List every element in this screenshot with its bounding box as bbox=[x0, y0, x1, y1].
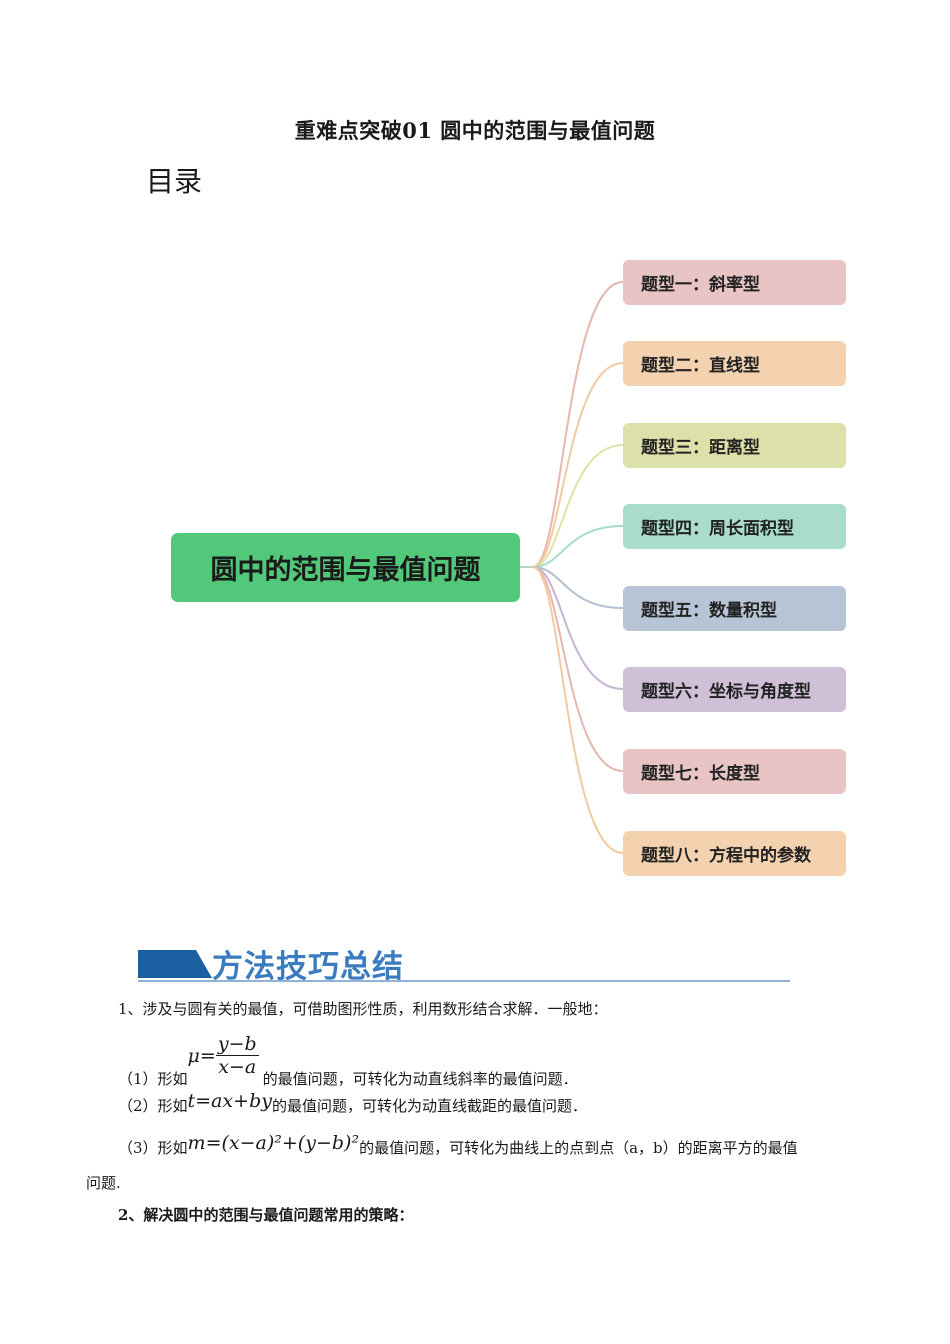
p3-formula: t=ax+by bbox=[187, 1090, 272, 1112]
mindmap-connector-5 bbox=[532, 566, 624, 609]
mindmap-connector-3 bbox=[532, 444, 624, 568]
document-title: 重难点突破01 圆中的范围与最值问题 bbox=[294, 118, 656, 143]
paragraph-5: 2、解决圆中的范围与最值问题常用的策略： bbox=[118, 1206, 414, 1224]
mindmap-branch-8: 题型八：方程中的参数 bbox=[623, 831, 846, 876]
p2-formula: μ= y−b x−a bbox=[188, 1033, 259, 1078]
mindmap-connectors bbox=[520, 281, 624, 854]
p3-suffix: 的最值问题，可转化为动直线截距的最值问题． bbox=[271, 1097, 587, 1115]
mindmap-branch-1: 题型一：斜率型 bbox=[623, 260, 846, 305]
mindmap-branch-7: 题型七：长度型 bbox=[623, 749, 846, 794]
p4-suffix: 的最值问题，可转化为曲线上的点到点（a，b）的距离平方的最值 bbox=[359, 1139, 798, 1157]
p2-fraction-denominator: x−a bbox=[218, 1056, 257, 1078]
mindmap-branch-5: 题型五：数量积型 bbox=[623, 586, 846, 631]
p2-prefix: （1）形如 bbox=[118, 1070, 188, 1088]
method-banner bbox=[138, 950, 790, 982]
p4-formula: m=(x−a)²+(y−b)² bbox=[187, 1132, 360, 1154]
mindmap-center-node: 圆中的范围与最值问题 bbox=[171, 533, 520, 602]
mindmap-connector-7 bbox=[532, 566, 624, 772]
paragraph-4: （3）形如m=(x−a)²+(y−b)²的最值问题，可转化为曲线上的点到点（a，… bbox=[118, 1132, 798, 1158]
p2-fraction: y−b x−a bbox=[215, 1033, 259, 1078]
p3-prefix: （2）形如 bbox=[118, 1097, 188, 1115]
mindmap-branch-3: 题型三：距离型 bbox=[623, 423, 846, 468]
mindmap-branch-4: 题型四：周长面积型 bbox=[623, 504, 846, 549]
mindmap-connector-2 bbox=[532, 362, 624, 568]
mindmap-connector-4 bbox=[532, 525, 624, 568]
mindmap-branch-6: 题型六：坐标与角度型 bbox=[623, 667, 846, 712]
mindmap-connector-6 bbox=[532, 566, 624, 690]
p2-suffix: 的最值问题，可转化为动直线斜率的最值问题． bbox=[262, 1070, 578, 1088]
paragraph-1: 1、涉及与圆有关的最值，可借助图形性质，利用数形结合求解．一般地： bbox=[118, 1000, 608, 1018]
paragraph-4-continued: 问题. bbox=[86, 1174, 121, 1192]
p2-fraction-numerator: y−b bbox=[215, 1033, 259, 1056]
mindmap-connector-8 bbox=[532, 566, 624, 854]
paragraph-3: （2）形如t=ax+by的最值问题，可转化为动直线截距的最值问题． bbox=[118, 1090, 587, 1116]
paragraph-2: （1）形如 μ= y−b x−a 的最值问题，可转化为动直线斜率的最值问题． bbox=[118, 1028, 578, 1089]
mindmap-branch-2: 题型二：直线型 bbox=[623, 341, 846, 386]
method-banner-title: 方法技巧总结 bbox=[212, 949, 404, 985]
mindmap-connector-1 bbox=[532, 281, 624, 568]
toc-heading: 目录 bbox=[146, 165, 203, 198]
p2-formula-lhs: μ= bbox=[187, 1044, 216, 1067]
p4-prefix: （3）形如 bbox=[118, 1139, 188, 1157]
